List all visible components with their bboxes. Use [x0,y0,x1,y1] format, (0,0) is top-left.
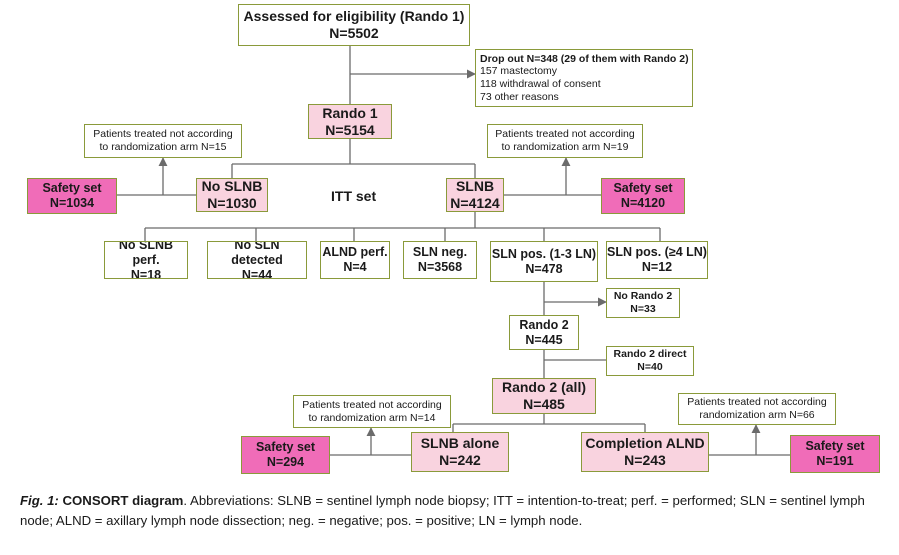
box-safety-left: Safety set N=1034 [27,178,117,214]
dropout-line1: 157 mastectomy [480,65,558,78]
safety-bl-title: Safety set [255,440,316,454]
alnd-perf-n: N=4 [343,260,367,274]
box-no-slnb-perf: No SLNB perf. N=18 [104,241,188,279]
no-slnb-perf-n: N=18 [130,267,162,279]
no-slnb-n: N=1030 [207,195,257,211]
slnb-n: N=4124 [450,195,500,211]
ptnot-left-line1: Patients treated not according [93,128,233,141]
ptnot-left-line2: to randomization arm N=15 [99,141,227,153]
alnd-perf-title: ALND perf. [322,245,388,259]
rando1-title: Rando 1 [322,104,378,121]
no-slnb-perf-title: No SLNB perf. [118,241,174,267]
ptnot-right-line2: to randomization arm N=19 [501,141,629,153]
assessed-title: Assessed for eligibility (Rando 1) [243,8,465,25]
dropout-title: Drop out N=348 (29 of them with Rando 2) [480,52,689,65]
sln-pos4-n: N=12 [641,260,673,274]
rando1-n: N=5154 [325,121,375,138]
itt-set-label: ITT set [331,188,377,204]
no-sln-detected-n: N=44 [241,267,273,279]
no-rando2-title: No Rando 2 [613,290,673,303]
rando2-title: Rando 2 [519,317,569,332]
box-sln-pos-1-3: SLN pos. (1-3 LN) N=478 [490,241,598,282]
rando2-direct-title: Rando 2 direct [613,348,687,361]
ptnot-bl-line1: Patients treated not according [302,398,442,411]
rando2-all-title: Rando 2 (all) [501,379,586,396]
box-safety-br: Safety set N=191 [790,435,880,473]
no-sln-detected-title: No SLN detected [231,241,283,267]
caption-text: . Abbreviations: SLNB = sentinel lymph n… [20,493,865,529]
assessed-n: N=5502 [329,25,379,41]
rando2-n: N=445 [525,332,563,347]
sln-pos4-title: SLN pos. (≥4 LN) [607,245,707,259]
safety-left-title: Safety set [42,181,102,195]
ptnot-br-line2: randomization arm N=66 [699,409,815,421]
rando2-all-n: N=485 [523,396,565,412]
box-rando2-direct: Rando 2 direct N=40 [606,346,694,376]
safety-right-title: Safety set [613,181,673,195]
box-no-rando2: No Rando 2 N=33 [606,288,680,318]
box-dropout: Drop out N=348 (29 of them with Rando 2)… [475,49,693,107]
box-ptnot-bl: Patients treated not according to random… [293,395,451,428]
no-rando2-n: N=33 [630,303,656,315]
ptnot-br-line1: Patients treated not according [687,396,827,409]
box-rando2-all: Rando 2 (all) N=485 [492,378,596,414]
caption-title: CONSORT diagram [58,493,184,508]
dropout-line2: 118 withdrawal of consent [480,78,601,90]
safety-br-title: Safety set [805,439,865,453]
box-ptnot-br: Patients treated not according randomiza… [678,393,836,425]
slnb-alone-n: N=242 [439,452,481,468]
safety-right-n: N=4120 [620,196,666,210]
safety-bl-n: N=294 [266,455,305,469]
safety-br-n: N=191 [816,454,854,468]
ptnot-right-line1: Patients treated not according [495,128,635,141]
slnb-title: SLNB [455,178,495,195]
figure-caption: Fig. 1: CONSORT diagram. Abbreviations: … [20,491,890,531]
box-sln-neg: SLN neg. N=3568 [403,241,477,279]
sln-neg-title: SLN neg. [412,245,468,259]
ptnot-bl-line2: to randomization arm N=14 [308,411,436,424]
sln-pos13-n: N=478 [525,261,563,276]
box-no-slnb: No SLNB N=1030 [196,178,268,212]
box-alnd-perf: ALND perf. N=4 [320,241,390,279]
box-ptnot-right: Patients treated not according to random… [487,124,643,158]
box-ptnot-left: Patients treated not according to random… [84,124,242,158]
no-slnb-title: No SLNB [201,178,263,195]
dropout-line3: 73 other reasons [480,90,559,103]
box-completion-alnd: Completion ALND N=243 [581,432,709,472]
box-rando2: Rando 2 N=445 [509,315,579,350]
box-safety-bl: Safety set N=294 [241,436,330,474]
box-rando1: Rando 1 N=5154 [308,104,392,139]
rando2-direct-n: N=40 [637,361,663,373]
box-slnb-alone: SLNB alone N=242 [411,432,509,472]
sln-neg-n: N=3568 [417,260,463,274]
completion-alnd-n: N=243 [624,452,666,468]
box-sln-pos-4: SLN pos. (≥4 LN) N=12 [606,241,708,279]
caption-label: Fig. 1: [20,493,59,508]
box-no-sln-detected: No SLN detected N=44 [207,241,307,279]
box-slnb: SLNB N=4124 [446,178,504,212]
slnb-alone-title: SLNB alone [420,435,500,452]
completion-alnd-title: Completion ALND [585,435,705,452]
sln-pos13-title: SLN pos. (1-3 LN) [491,246,597,261]
safety-left-n: N=1034 [49,196,95,210]
box-safety-right: Safety set N=4120 [601,178,685,214]
box-assessed: Assessed for eligibility (Rando 1) N=550… [238,4,470,46]
